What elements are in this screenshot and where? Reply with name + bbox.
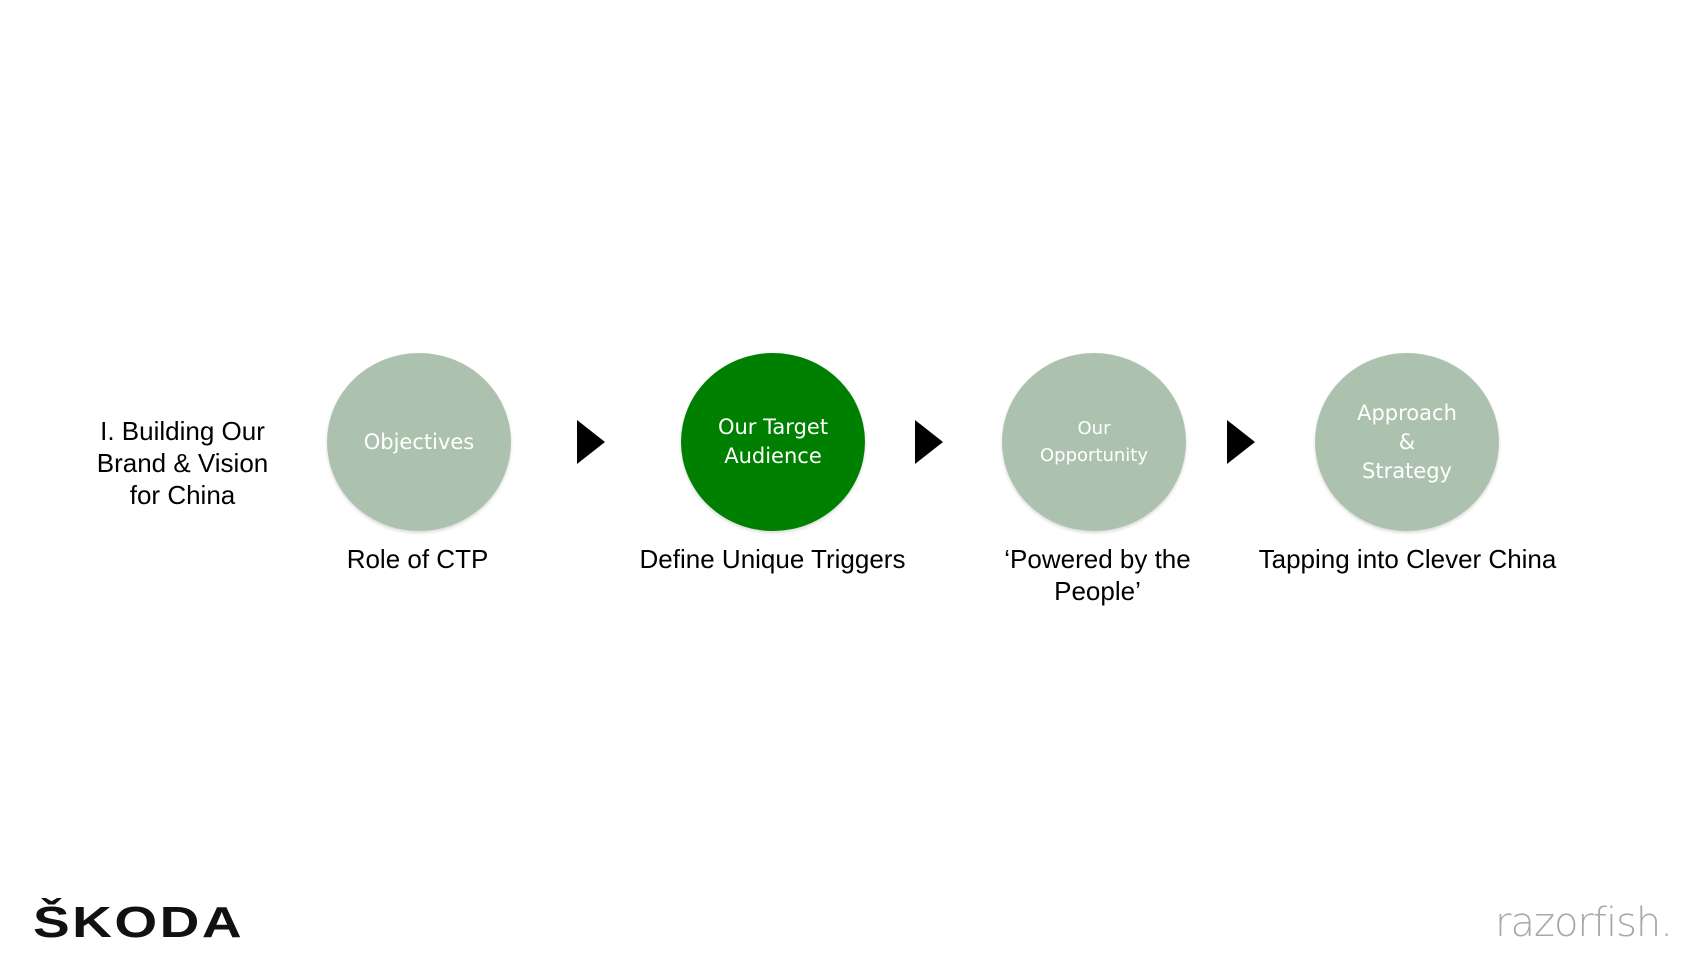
skoda-logo: ŠKODA bbox=[33, 898, 245, 947]
step-circle-opportunity: Our Opportunity bbox=[1002, 353, 1186, 531]
step-circle-label: Our Target Audience bbox=[717, 415, 829, 468]
arrow-right-icon bbox=[1227, 420, 1255, 464]
step-circle-target-audience: Our Target Audience bbox=[681, 353, 865, 531]
step-caption-approach-strategy: Tapping into Clever China bbox=[1258, 544, 1557, 574]
step-caption-objectives: Role of CTP bbox=[346, 544, 489, 574]
step-circle-label: Approach & Strategy bbox=[1357, 400, 1457, 483]
razorfish-logo: razorfish. bbox=[1495, 900, 1673, 946]
arrow-right-icon bbox=[915, 420, 943, 464]
step-caption-target-audience: Define Unique Triggers bbox=[639, 544, 906, 574]
step-circle-label: Objectives bbox=[363, 429, 475, 454]
arrow-right-icon bbox=[577, 420, 605, 464]
step-circle-approach-strategy: Approach & Strategy bbox=[1315, 353, 1499, 531]
step-circle-objectives: Objectives bbox=[327, 353, 511, 531]
step-caption-opportunity: ‘Powered by the People’ bbox=[1004, 544, 1191, 606]
step-circle-label: Our Opportunity bbox=[1039, 418, 1149, 466]
section-title: I. Building Our Brand & Vision for China bbox=[96, 416, 269, 510]
